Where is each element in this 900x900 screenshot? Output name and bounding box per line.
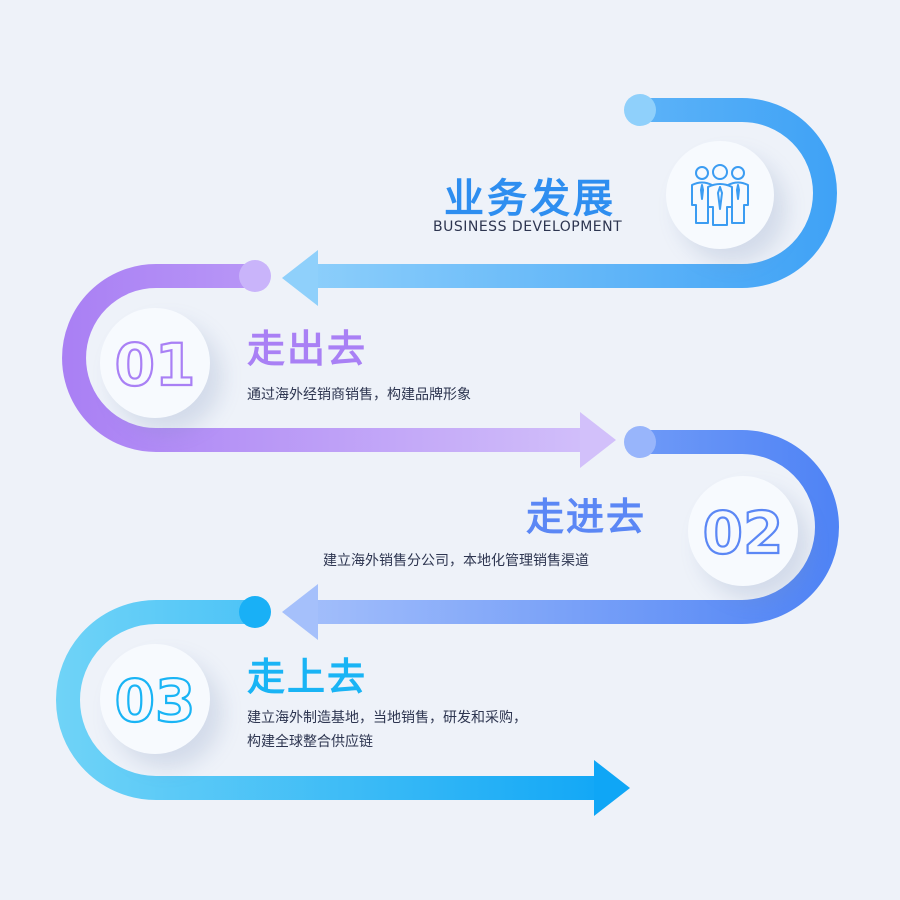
path-dot xyxy=(239,260,271,292)
step-description-03-line-2: 构建全球整合供应链 xyxy=(247,734,373,750)
path-start-dot xyxy=(624,94,656,126)
path-segment-01 xyxy=(62,260,616,468)
path-segment-03 xyxy=(56,596,630,816)
page-title: 业务发展 xyxy=(444,176,616,222)
step-title-01: 走出去 xyxy=(247,327,368,371)
step-number-02: 02 xyxy=(703,499,784,567)
step-number-circle-02: 02 xyxy=(688,476,798,586)
step-title-03: 走上去 xyxy=(247,655,368,699)
step-number-circle-03: 03 xyxy=(100,644,210,754)
step-description-02: 建立海外销售分公司，本地化管理销售渠道 xyxy=(323,549,589,573)
arrow-right-icon xyxy=(580,412,616,468)
arrow-left-icon xyxy=(282,250,318,306)
step-number-01: 01 xyxy=(115,331,196,399)
arrow-left-icon xyxy=(282,584,318,640)
path-dot xyxy=(239,596,271,628)
step-description-02-line-1: 建立海外销售分公司，本地化管理销售渠道 xyxy=(323,553,589,569)
page-subtitle: BUSINESS DEVELOPMENT xyxy=(433,219,623,235)
step-number-circle-01: 01 xyxy=(100,308,210,418)
step-description-03-line-1: 建立海外制造基地，当地销售，研发和采购， xyxy=(247,710,527,726)
step-description-01: 通过海外经销商销售，构建品牌形象 xyxy=(247,383,471,407)
path-segment-02 xyxy=(282,426,839,640)
path-dot xyxy=(624,426,656,458)
path-segment-header xyxy=(282,94,837,306)
step-title-02: 走进去 xyxy=(526,495,647,539)
header-circle xyxy=(666,141,774,249)
step-description-01-line-1: 通过海外经销商销售，构建品牌形象 xyxy=(247,387,471,403)
step-number-03: 03 xyxy=(115,667,196,735)
business-team-icon xyxy=(691,164,749,226)
arrow-right-icon xyxy=(594,760,630,816)
step-description-03: 建立海外制造基地，当地销售，研发和采购， 构建全球整合供应链 xyxy=(247,706,527,754)
